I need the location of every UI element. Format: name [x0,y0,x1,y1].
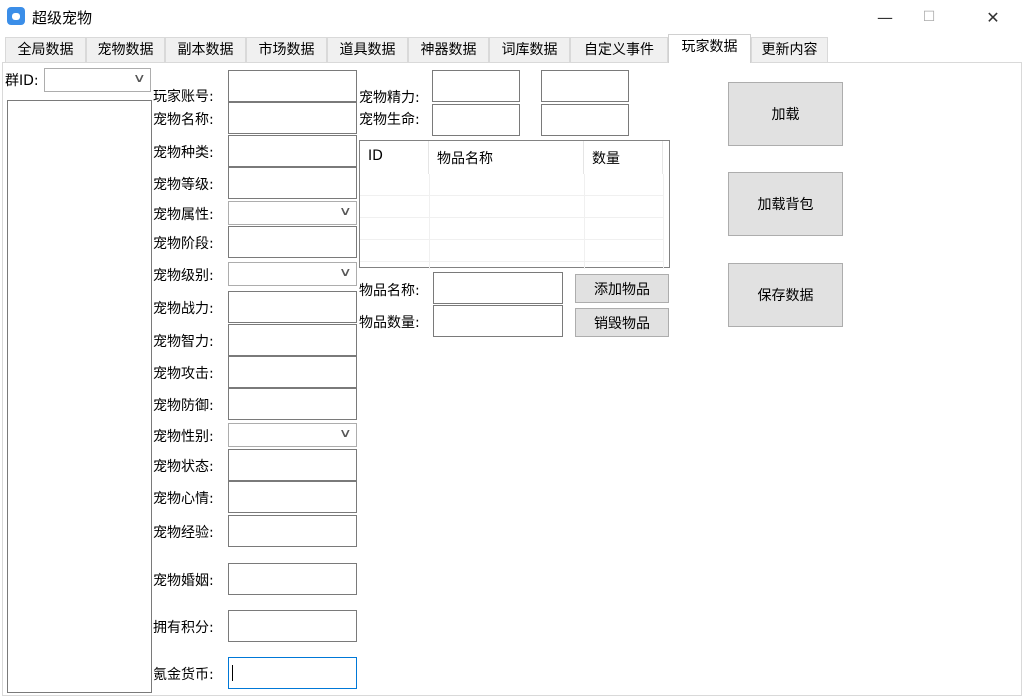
field-input[interactable] [228,610,357,642]
tab-2[interactable]: 副本数据 [165,37,246,62]
destroy-item-button[interactable]: 销毁物品 [575,308,669,337]
tab-1[interactable]: 宠物数据 [86,37,165,62]
field-label: 宠物经验: [153,525,214,541]
column-header-item-name[interactable]: 物品名称 [429,141,584,174]
field-input[interactable] [228,226,357,258]
energy-input[interactable] [432,70,520,102]
tab-7[interactable]: 自定义事件 [570,37,668,62]
field-label: 宠物攻击: [153,366,214,382]
field-label: 宠物婚姻: [153,573,214,589]
tab-8[interactable]: 玩家数据 [668,34,751,63]
field-label: 氪金货币: [153,667,214,683]
field-input[interactable] [228,102,357,134]
inventory-table[interactable]: ID 物品名称 数量 [359,140,670,269]
field-input[interactable] [228,70,357,102]
field-label: 宠物状态: [153,459,214,475]
field-label: 宠物种类: [153,145,214,161]
field-input[interactable] [228,657,357,689]
field-input[interactable] [228,356,357,388]
field-input[interactable] [228,563,357,595]
field-input[interactable] [228,167,357,199]
field-combo[interactable]: ∨ [228,423,357,447]
tab-4[interactable]: 道具数据 [327,37,408,62]
field-input[interactable] [228,449,357,481]
chevron-down-icon: ∨ [133,71,147,85]
field-label: 宠物等级: [153,177,214,193]
chevron-down-icon: ∨ [339,204,353,218]
energy-label: 宠物精力: [359,90,420,106]
life-input[interactable] [432,104,520,136]
save-data-button[interactable]: 保存数据 [728,263,843,327]
life-max-input[interactable] [541,104,629,136]
item-count-label: 物品数量: [359,315,420,331]
field-label: 宠物智力: [153,334,214,350]
tab-9[interactable]: 更新内容 [751,37,828,62]
tab-0[interactable]: 全局数据 [5,37,86,62]
field-input[interactable] [228,324,357,356]
life-label: 宠物生命: [359,112,420,128]
column-header-quantity[interactable]: 数量 [584,141,663,174]
app-icon [7,7,25,25]
field-combo[interactable]: ∨ [228,201,357,225]
load-bag-button[interactable]: 加载背包 [728,172,843,236]
field-label: 宠物阶段: [153,236,214,252]
field-label: 宠物防御: [153,398,214,414]
energy-max-input[interactable] [541,70,629,102]
field-input[interactable] [228,388,357,420]
window-title: 超级宠物 [32,9,93,27]
load-button[interactable]: 加载 [728,82,843,146]
field-input[interactable] [228,135,357,167]
minimize-button[interactable]: — [877,7,893,27]
field-label: 宠物级别: [153,268,214,284]
field-label: 宠物性别: [153,429,214,445]
close-button[interactable]: ✕ [986,7,1000,27]
field-label: 玩家账号: [153,89,214,105]
group-list[interactable] [7,100,152,693]
add-item-button[interactable]: 添加物品 [575,274,669,303]
column-header-id[interactable]: ID [360,141,429,174]
maximize-button[interactable]: ☐ [922,9,936,25]
item-name-input[interactable] [433,272,563,304]
field-label: 宠物战力: [153,301,214,317]
chevron-down-icon: ∨ [339,426,353,440]
chevron-down-icon: ∨ [339,265,353,279]
field-label: 宠物属性: [153,207,214,223]
item-count-input[interactable] [433,305,563,337]
field-label: 拥有积分: [153,620,214,636]
field-input[interactable] [228,515,357,547]
field-label: 宠物名称: [153,112,214,128]
title-bar: 超级宠物 — ☐ ✕ [0,0,1024,34]
field-input[interactable] [228,481,357,513]
field-input[interactable] [228,291,357,323]
tab-6[interactable]: 词库数据 [489,37,570,62]
tab-5[interactable]: 神器数据 [408,37,489,62]
field-label: 宠物心情: [153,491,214,507]
text-caret [232,665,233,681]
group-id-combo[interactable]: ∨ [44,68,151,92]
group-id-label: 群ID: [5,73,39,89]
tab-3[interactable]: 市场数据 [246,37,327,62]
field-combo[interactable]: ∨ [228,262,357,286]
item-name-label: 物品名称: [359,283,420,299]
